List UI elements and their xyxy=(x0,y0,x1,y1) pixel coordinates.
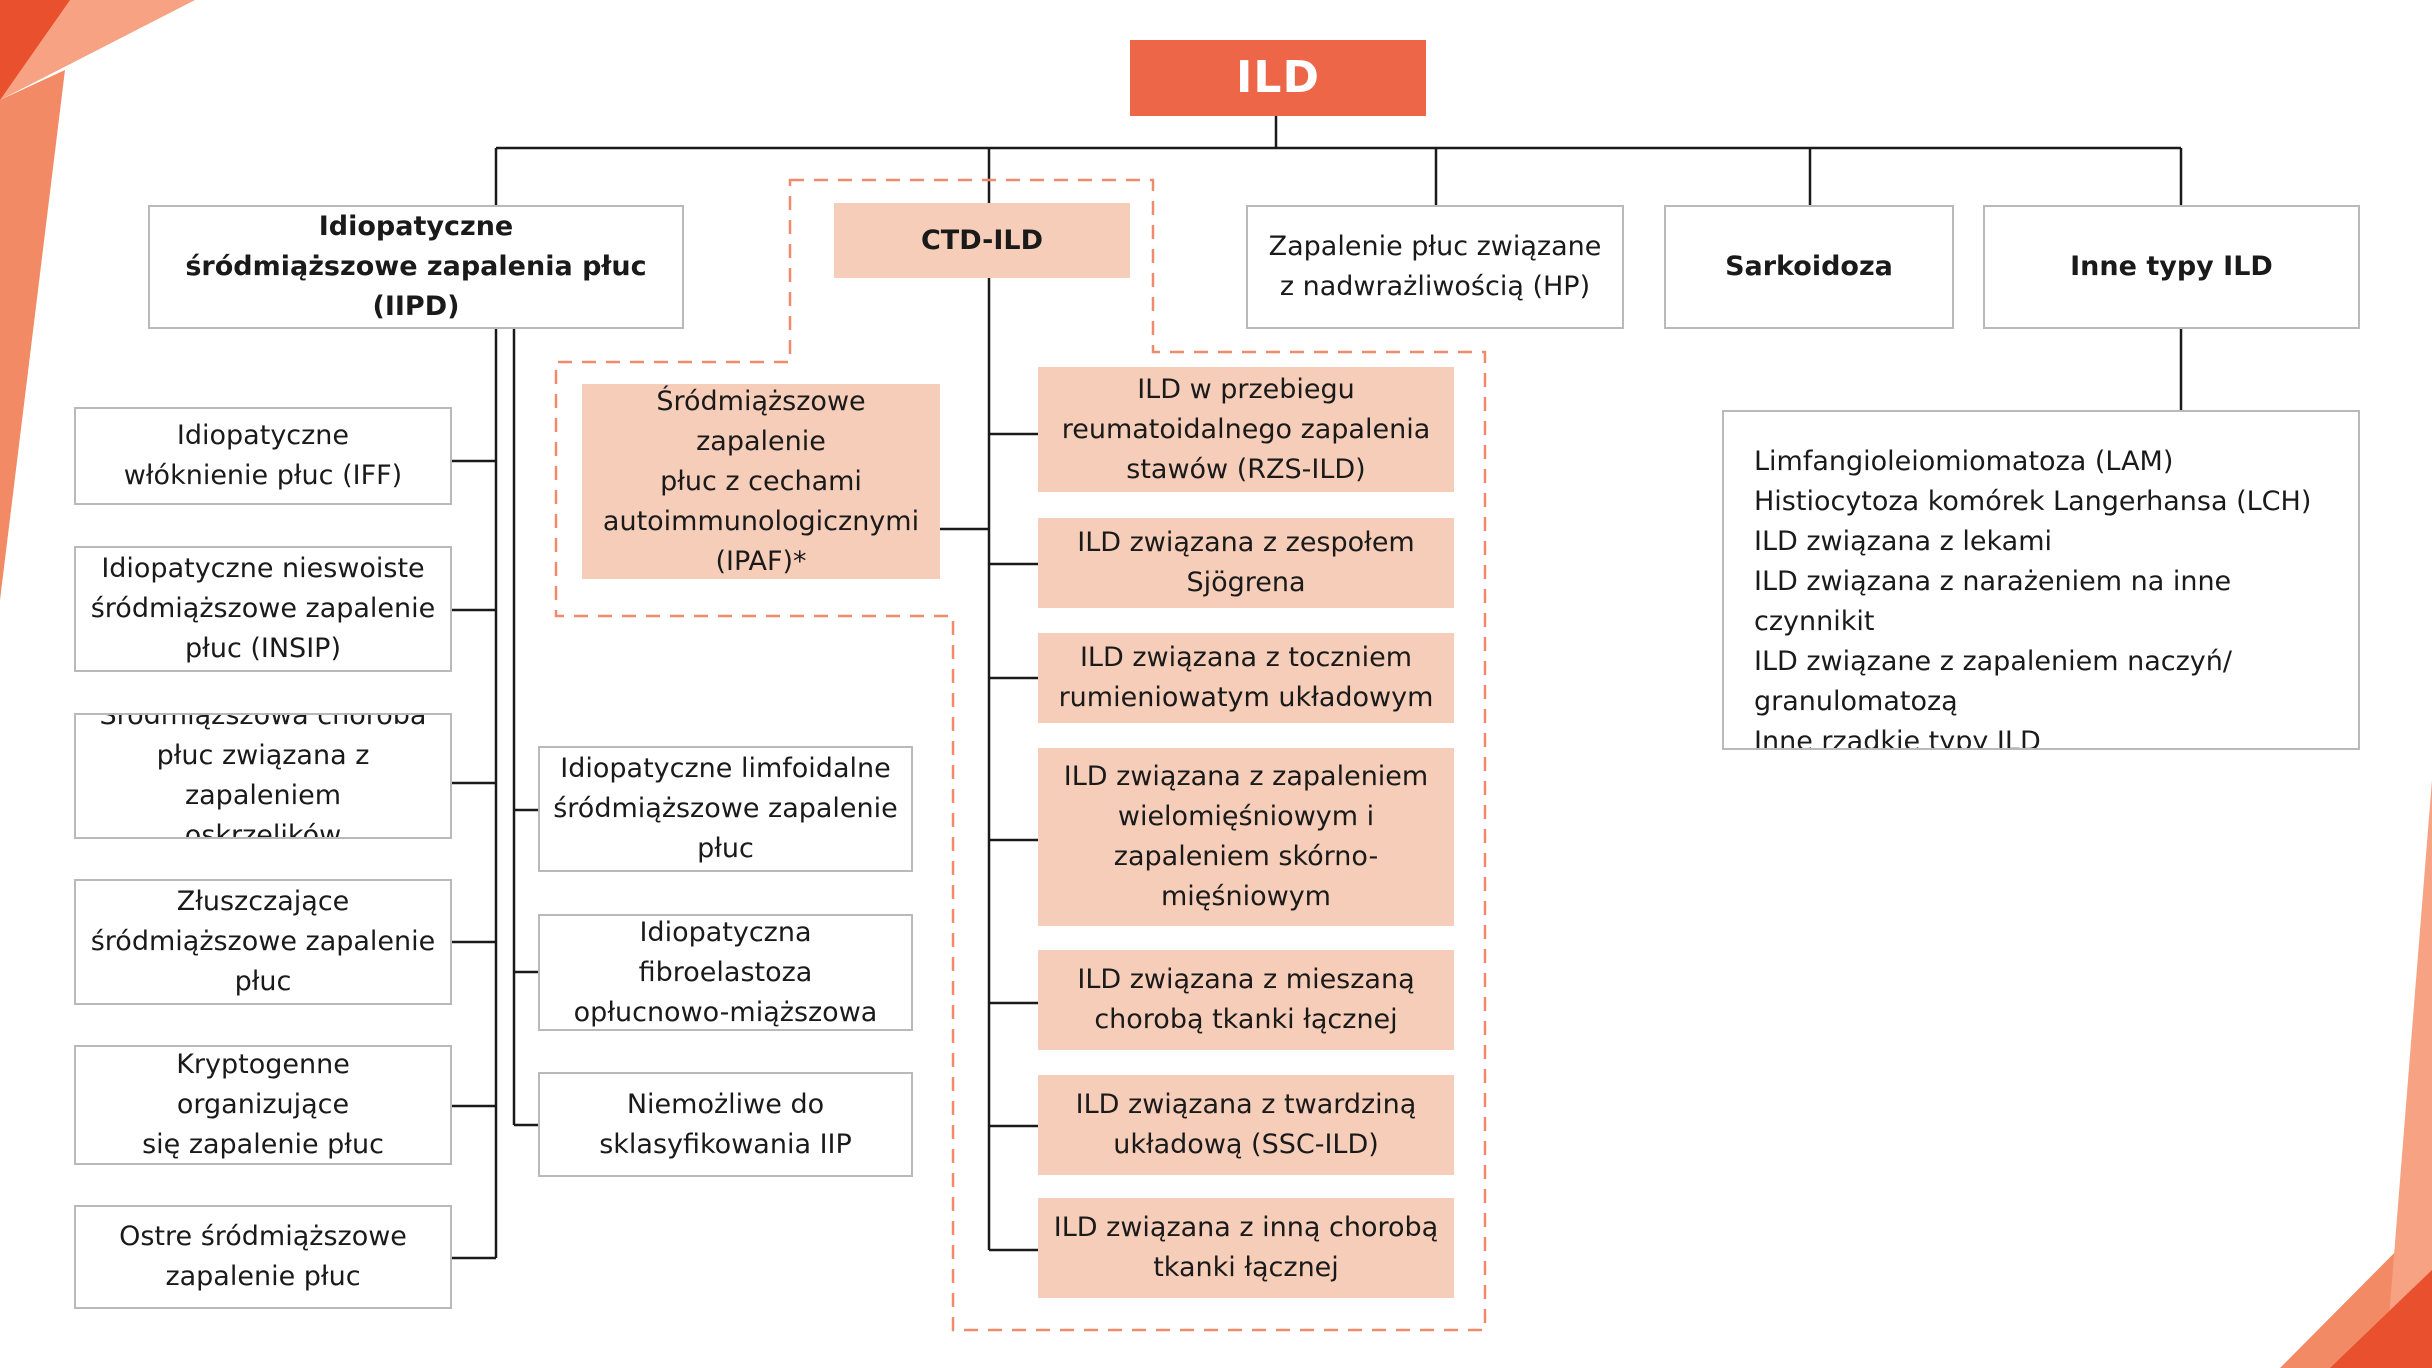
ctd-item-wielomiesniowe: ILD związana z zapaleniem wielomięśniowy… xyxy=(1038,748,1454,926)
ctd-item-ssc-ild: ILD związana z twardziną układową (SSC-I… xyxy=(1038,1075,1454,1175)
corner-shape-bottom-right-dark xyxy=(2330,1270,2432,1368)
list-item: granulomatozą xyxy=(1754,686,1958,717)
iipd-item-iff: Idiopatyczne włóknienie płuc (IFF) xyxy=(74,407,452,505)
ctd-item-mieszana: ILD związana z mieszaną chorobą tkanki ł… xyxy=(1038,950,1454,1050)
corner-shape-top-left-dark xyxy=(0,0,70,100)
inne-typy-list-box: Limfangioleiomiomatoza (LAM) Histiocytoz… xyxy=(1722,410,2360,750)
ctd-item-sjogren: ILD związana z zespołem Sjögrena xyxy=(1038,518,1454,608)
category-inne-typy: Inne typy ILD xyxy=(1983,205,2360,329)
iipd-item-niemozliwe: Niemożliwe do sklasyfikowania IIP xyxy=(538,1072,913,1177)
corner-shape-bottom-right-stripe xyxy=(2385,780,2432,1368)
inne-typy-list: Limfangioleiomiomatoza (LAM) Histiocytoz… xyxy=(1754,442,2348,750)
iipd-item-limfoidalne: Idiopatyczne limfoidalne śródmiąższowe z… xyxy=(538,746,913,872)
iipd-item-ostre: Ostre śródmiąższowe zapalenie płuc xyxy=(74,1205,452,1309)
list-item: Histiocytoza komórek Langerhansa (LCH) xyxy=(1754,486,2312,517)
ctd-dashed-group-outline xyxy=(554,178,1487,1332)
iipd-item-insip: Idiopatyczne nieswoiste śródmiąższowe za… xyxy=(74,546,452,672)
ctd-item-toczen: ILD związana z toczniem rumieniowatym uk… xyxy=(1038,633,1454,723)
corner-shape-left-stripe xyxy=(0,70,65,600)
list-item: ILD związana z narażeniem na inne czynni… xyxy=(1754,566,2232,637)
list-item: Inne rzadkie typy ILD xyxy=(1754,726,2041,750)
ctd-item-rzs-ild: ILD w przebiegu reumatoidalnego zapaleni… xyxy=(1038,367,1454,492)
ctd-item-inna-choroba: ILD związana z inną chorobą tkanki łączn… xyxy=(1038,1198,1454,1298)
category-ctd-ild: CTD-ILD xyxy=(834,203,1130,278)
category-sarkoidoza: Sarkoidoza xyxy=(1664,205,1954,329)
category-iipd: Idiopatyczne śródmiąższowe zapalenia płu… xyxy=(148,205,684,329)
category-hp: Zapalenie płuc związane z nadwrażliwości… xyxy=(1246,205,1624,329)
ipaf-box: Śródmiąższowe zapalenie płuc z cechami a… xyxy=(582,384,940,579)
iipd-item-kryptogenne: Kryptogenne organizujące się zapalenie p… xyxy=(74,1045,452,1165)
list-item: ILD związana z lekami xyxy=(1754,526,2053,557)
iipd-item-zluszczajace: Złuszczające śródmiąższowe zapalenie płu… xyxy=(74,879,452,1005)
root-ild-box: ILD xyxy=(1130,40,1426,116)
list-item: Limfangioleiomiomatoza (LAM) xyxy=(1754,446,2174,477)
iipd-item-oskrzeliki: Śródmiąższowa choroba płuc związana z za… xyxy=(74,713,452,839)
list-item: ILD związane z zapaleniem naczyń/ xyxy=(1754,646,2232,677)
iipd-item-fibroelastoza: Idiopatyczna fibroelastoza opłucnowo-mią… xyxy=(538,914,913,1031)
